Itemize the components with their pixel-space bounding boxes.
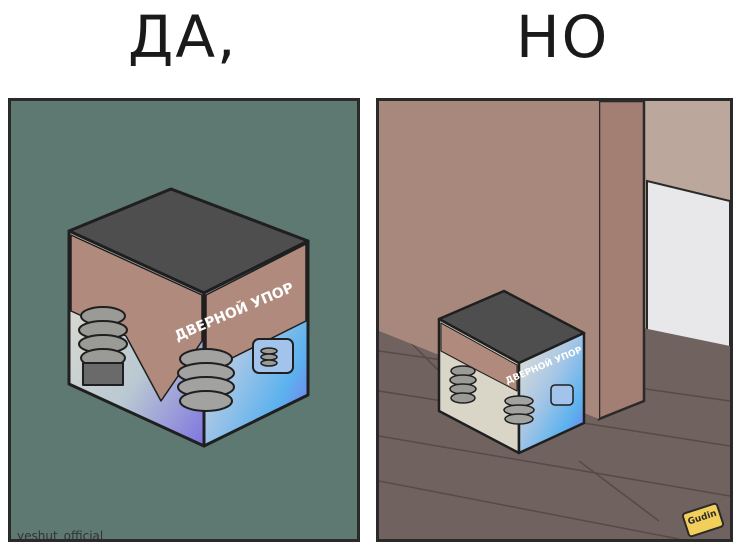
heading-yes: ДА, (128, 3, 238, 71)
panel-left-illustration: ДВЕРНОЙ УПОР (11, 101, 357, 539)
baseboard (646, 179, 730, 353)
door-stopper-box (67, 187, 310, 448)
door-edge (597, 101, 646, 421)
comic-panel-left: ДВЕРНОЙ УПОР yeshut_official (8, 98, 360, 542)
credit: yeshut_official (17, 529, 104, 542)
heading-but: НО (516, 3, 610, 71)
door-stopper-box (437, 289, 586, 455)
comic-panel-right: ДВЕРНОЙ УПОР Gudin (376, 98, 733, 542)
panel-right-illustration: ДВЕРНОЙ УПОР (379, 101, 730, 539)
